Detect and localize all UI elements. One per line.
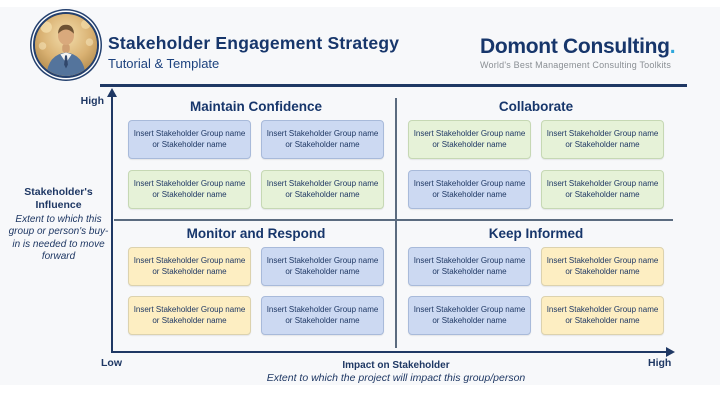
stakeholder-box-text: Insert Stakeholder Group name [266,256,379,266]
stakeholder-box-text: Insert Stakeholder Group name [133,305,246,315]
y-axis-description: Extent to which this group or person's b… [8,213,109,263]
x-axis-title-block: Impact on Stakeholder Extent to which th… [196,360,596,384]
quadrant-title-collaborate: Collaborate [498,99,574,114]
stakeholder-box-text: Insert Stakeholder Group name [546,179,659,189]
stakeholder-box-text: Insert Stakeholder Group name [266,305,379,315]
stakeholder-box-text: Insert Stakeholder Group name [413,256,526,266]
stakeholder-box-text: Insert Stakeholder Group name [266,179,379,189]
quadrant-title-maintain-confidence: Maintain Confidence [189,99,322,114]
page-subtitle: Tutorial & Template [108,56,220,71]
y-axis-arrowhead-icon [107,88,117,97]
stakeholder-box-text: Insert Stakeholder Group name [413,129,526,139]
y-axis-title-block: Stakeholder's Influence Extent to which … [7,186,110,264]
y-axis-line [111,96,113,353]
person-photo-icon [35,14,97,76]
stakeholder-box-text: Insert Stakeholder Group name [133,129,246,139]
stakeholder-box-text: Insert Stakeholder Group name [546,305,659,315]
brand-tagline: World's Best Management Consulting Toolk… [480,60,672,70]
y-axis-title: Stakeholder's Influence [24,186,93,211]
x-axis-low-label: Low [101,357,122,369]
stakeholder-box-text: Insert Stakeholder Group name [133,179,246,189]
quadrant-divider-vertical [395,98,397,348]
quadrant-divider-horizontal [114,219,673,221]
x-axis-description: Extent to which the project will impact … [266,372,526,384]
stakeholder-box-text: Insert Stakeholder Group name [546,129,659,139]
x-axis-title: Impact on Stakeholder [342,360,450,371]
consultant-avatar [33,12,99,78]
stakeholder-box-text: Insert Stakeholder Group name [413,305,526,315]
header-divider [100,84,687,87]
stakeholder-box-text: Insert Stakeholder Group name [546,256,659,266]
brand-dot: . [669,35,676,58]
brand-name: Domont Consulting. [480,35,676,58]
quadrant-title-monitor-and-respond: Monitor and Respond [186,226,326,241]
page-title: Stakeholder Engagement Strategy [108,33,400,53]
stakeholder-box-text: Insert Stakeholder Group name [413,179,526,189]
x-axis-line [111,351,667,353]
y-axis-high-label: High [80,95,104,107]
x-axis-high-label: High [648,357,672,369]
brand-logo: Domont Consulting. World's Best Manageme… [480,35,695,70]
stakeholder-box-text: Insert Stakeholder Group name [133,256,246,266]
stakeholder-box-text: Insert Stakeholder Group name [266,129,379,139]
x-axis-arrowhead-icon [666,347,675,357]
quadrant-title-keep-informed: Keep Informed [488,226,584,241]
